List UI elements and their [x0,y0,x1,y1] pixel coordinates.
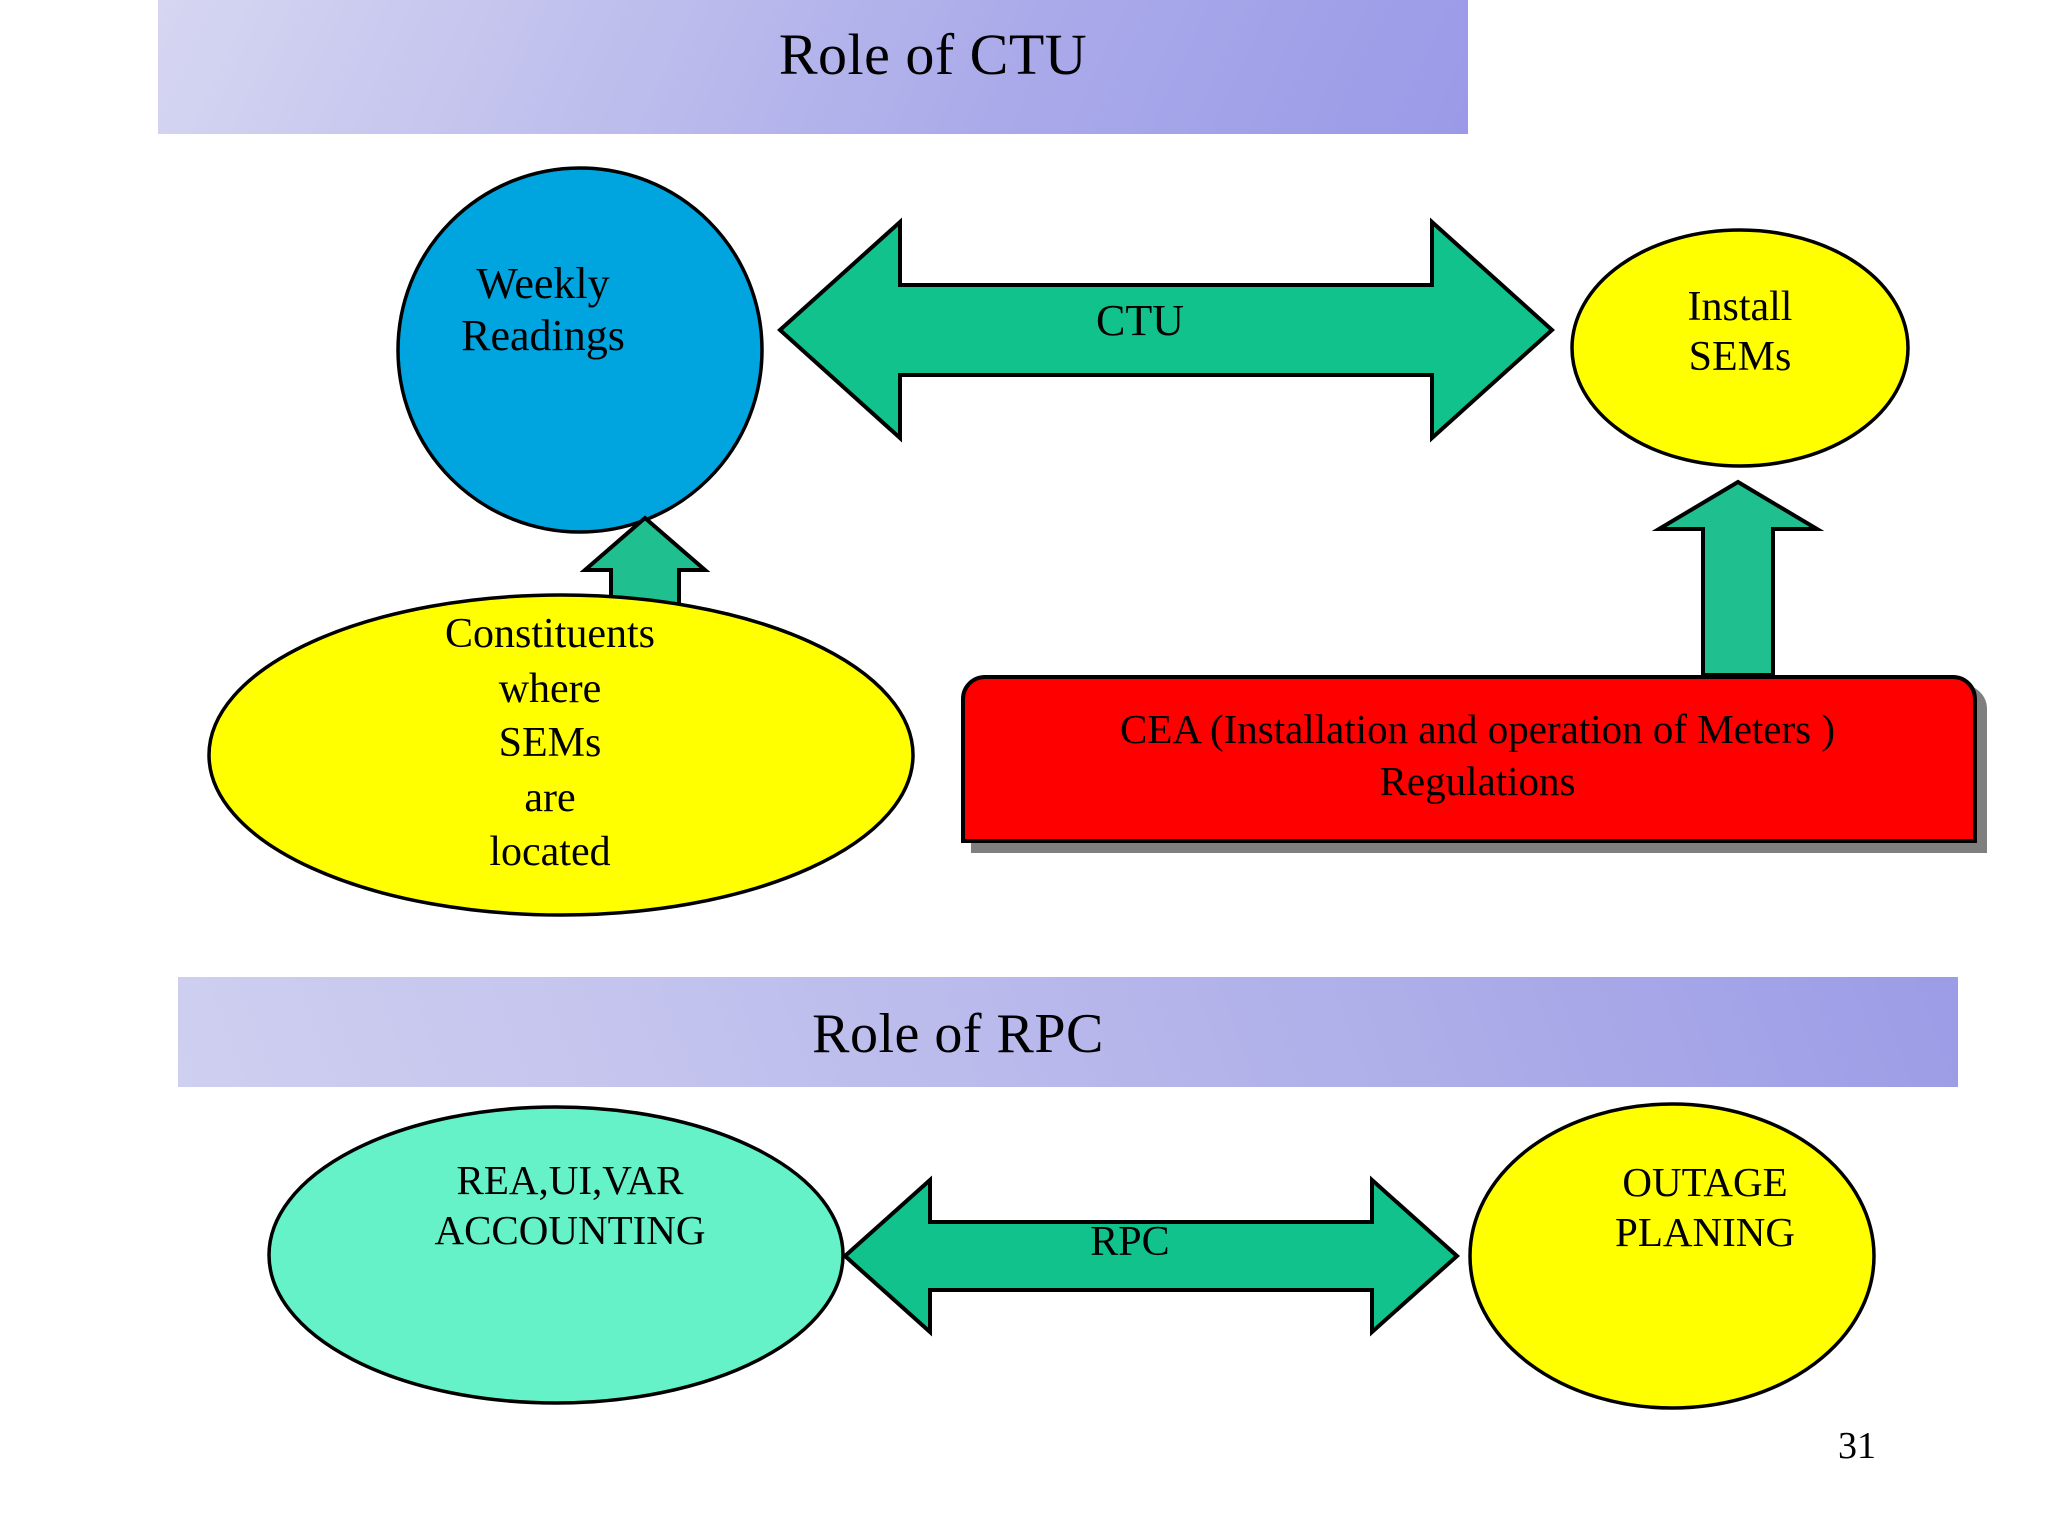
node-label-outage-planing: OUTAGE PLANING [1615,1159,1795,1256]
node-label-cea-regulations: CEA (Installation and operation of Meter… [1119,706,1836,805]
node-label-constituents: Constituents where SEMs are located [444,611,656,876]
connector-label-ctu: CTU [1096,296,1184,345]
node-label-weekly-readings: Weekly Readings [461,259,625,360]
node-label-install-sems: Install SEMs [1687,284,1793,380]
page-number: 31 [1838,1425,1876,1467]
connector-cea-to-install[interactable] [1651,479,1825,677]
connector-label-rpc: RPC [1090,1219,1170,1265]
section-banner-ctu: Role of CTU [158,0,1468,134]
section-title-rpc: Role of RPC [812,1003,1104,1065]
section-title-ctu: Role of CTU [778,22,1088,87]
node-label-rea-ui-var-accounting: REA,UI,VAR ACCOUNTING [434,1157,706,1254]
section-banner-rpc: Role of RPC [178,977,1958,1087]
